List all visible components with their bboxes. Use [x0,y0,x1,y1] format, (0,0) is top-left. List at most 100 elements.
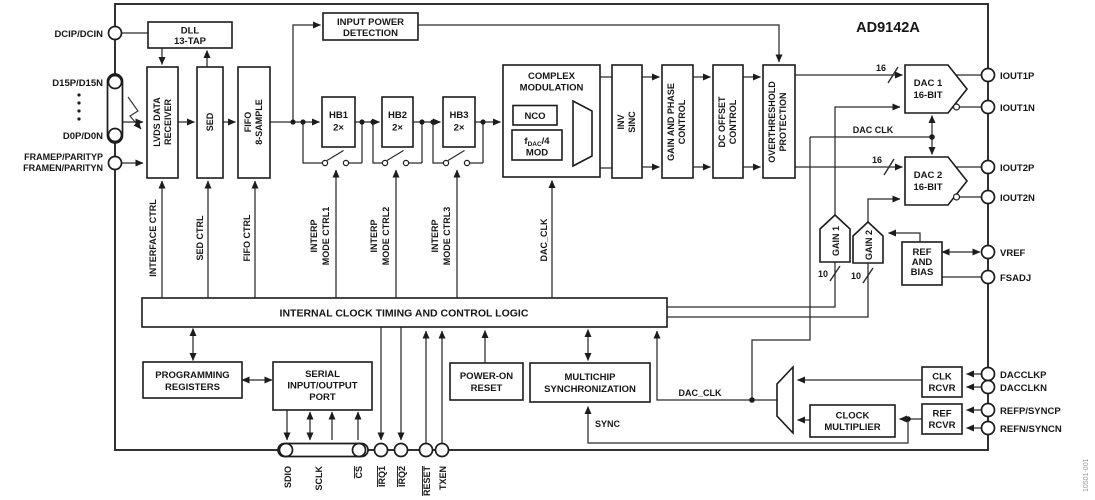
svg-text:REGISTERS: REGISTERS [165,382,220,393]
label-interp1a: INTERP [309,219,319,252]
block-inv-sinc: INV SINC [611,64,643,179]
svg-text:FIFO: FIFO [243,112,253,133]
label-bus10-gain2: 10 [851,271,861,281]
svg-text:AND: AND [912,257,933,268]
label-interp2a: INTERP [369,219,379,252]
pin-txen [434,442,450,458]
svg-text:SERIAL: SERIAL [305,369,340,380]
svg-text:HB2: HB2 [388,110,407,121]
svg-text:RCVR: RCVR [929,383,956,394]
label-dac-clk-mux: DAC_CLK [678,388,722,398]
pin-refn-syncn [980,420,996,436]
svg-text:SINC: SINC [627,111,637,133]
fdac4-label: fDAC/4 [524,136,550,148]
label-sdio: SDIO [283,466,293,488]
svg-text:CONTROL: CONTROL [728,99,738,144]
label-sync: SYNC [595,419,621,429]
svg-text:SYNCHRONIZATION: SYNCHRONIZATION [544,384,636,395]
signal-labels: INTERFACE CTRL SED CTRL FIFO CTRL INTERP… [148,63,894,429]
block-internal-clock-timing: INTERNAL CLOCK TIMING AND CONTROL LOGIC [141,297,668,328]
svg-text:INPUT/OUTPUT: INPUT/OUTPUT [287,381,357,392]
label-interp2b: MODE CTRL2 [381,207,391,266]
block-lvds-data-receiver: LVDS DATA RECEIVER [146,66,179,179]
svg-text:LVDS DATA: LVDS DATA [152,97,162,147]
block-hb2: HB2 2× [381,96,414,148]
block-fdac4-mod [511,129,563,161]
svg-text:MOD: MOD [526,148,548,159]
svg-text:RECEIVER: RECEIVER [163,98,173,145]
svg-text:2×: 2× [392,123,403,134]
dll-label-1: DLL [181,26,200,37]
block-ref-and-bias: REF AND BIAS [901,241,943,286]
svg-text:SED: SED [205,112,215,131]
svg-text:REF: REF [913,247,932,258]
pin-dcip-dcin [107,25,123,41]
block-hb1: HB1 2× [321,96,356,148]
block-gain2: GAIN 2 [852,220,884,264]
svg-text:RCVR: RCVR [929,420,956,431]
block-dac1: DAC 1 16-BIT [904,64,969,114]
svg-text:RESET: RESET [471,383,503,394]
pin-iout2n [980,189,996,205]
wiring [121,21,981,444]
svg-text:CLOCK: CLOCK [836,411,870,422]
label-fsadj: FSADJ [1000,273,1031,284]
label-irq1: IRQ1 [377,466,387,487]
block-programming-registers: PROGRAMMING REGISTERS [142,361,243,399]
block-dc-offset-control: DC OFFSET CONTROL [712,64,744,179]
pin-d15 [107,74,123,90]
label-dacclkn: DACCLKN [1000,383,1047,394]
label-dacclkp: DACCLKP [1000,370,1047,381]
label-interp3a: INTERP [430,219,440,252]
label-cs: CS [354,466,364,479]
label-reset: RESET [422,466,432,497]
pin-iout2p [980,159,996,175]
label-sed-ctrl: SED CTRL [195,215,205,261]
svg-text:MULTICHIP: MULTICHIP [564,372,616,383]
svg-text:GAIN 2: GAIN 2 [864,230,874,260]
label-iout2p: IOUT2P [1000,163,1035,174]
block-nco [512,104,558,126]
spi-pin-capsule [277,442,369,458]
svg-text:2×: 2× [454,123,465,134]
svg-text:CONTROL: CONTROL [677,99,687,144]
label-interp3b: MODE CTRL3 [442,207,452,266]
pin-irq2 [393,442,409,458]
pin-iout1p [980,67,996,83]
svg-text:CLK: CLK [932,372,952,383]
pin-refp-syncp [980,402,996,418]
block-gain-phase-control: GAIN AND PHASE CONTROL [661,64,694,179]
svg-text:GAIN 1: GAIN 1 [831,226,841,256]
svg-text:HB1: HB1 [329,110,349,121]
ellipsis-dots [77,93,81,121]
cm-mux [572,99,593,168]
block-ref-rcvr: REF RCVR [921,403,963,435]
label-iout1n: IOUT1N [1000,103,1035,114]
label-dac-clk-core: DAC_CLK [539,218,549,262]
label-sclk: SCLK [314,466,324,491]
left-pins: DCIP/DCIN D15P/D15N D0P/D0N FRAMEP/PARIT… [23,25,124,173]
svg-text:DC OFFSET: DC OFFSET [717,96,727,148]
block-hb3: HB3 2× [442,96,476,148]
pin-sdio [278,442,294,458]
block-serial-io-port: SERIAL INPUT/OUTPUT PORT [272,361,373,411]
pin-d0 [107,127,123,143]
block-sed: SED [196,66,224,179]
block-dac2: DAC 2 16-BIT [904,156,969,206]
pin-reset [418,442,434,458]
svg-text:8-SAMPLE: 8-SAMPLE [254,99,264,145]
svg-text:REF: REF [933,409,952,420]
svg-text:DAC 1: DAC 1 [914,78,943,89]
svg-text:HB3: HB3 [449,110,468,121]
label-refp-syncp: REFP/SYNCP [1000,406,1061,417]
label-dcip: DCIP/DCIN [54,29,103,40]
svg-text:GAIN AND PHASE: GAIN AND PHASE [666,83,676,161]
block-clk-rcvr: CLK RCVR [921,366,963,398]
block-clock-multiplier: CLOCK MULTIPLIER [809,404,896,438]
figure-watermark: 10501-001 [1083,458,1090,492]
pin-cs [351,442,367,458]
label-bus16-dac1: 16 [876,63,886,73]
label-d15: D15P/D15N [52,78,103,89]
svg-text:INTERNAL CLOCK TIMING AND CONT: INTERNAL CLOCK TIMING AND CONTROL LOGIC [280,308,529,320]
block-multichip-synchronization: MULTICHIP SYNCHRONIZATION [529,362,651,403]
